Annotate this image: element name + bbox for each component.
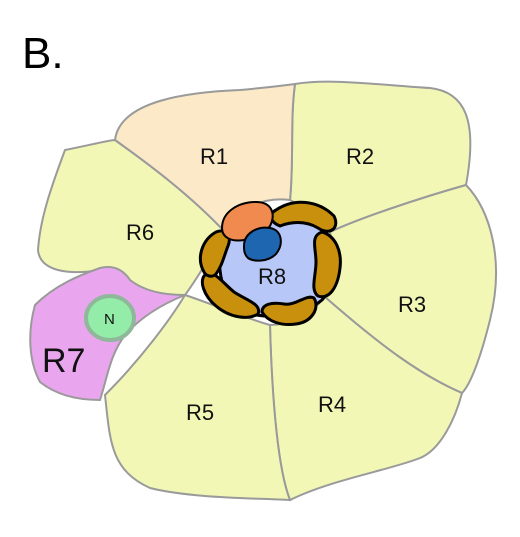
rhabdomere-right	[312, 230, 342, 299]
rhabdomere-ring	[199, 200, 342, 326]
panel-label: B.	[22, 29, 64, 78]
rhabdomere-bottom-right	[260, 295, 318, 326]
label-r2: R2	[346, 144, 374, 169]
label-r4: R4	[318, 392, 346, 417]
label-r6: R6	[126, 220, 154, 245]
label-r3: R3	[398, 292, 426, 317]
rhabdomere-blue	[242, 226, 282, 262]
label-r8: R8	[258, 264, 286, 289]
nucleus	[84, 294, 136, 342]
label-r1: R1	[200, 144, 228, 169]
rhabdomere-left	[199, 229, 231, 278]
rhabdomere-top-right	[269, 200, 338, 233]
label-r7: R7	[42, 342, 85, 380]
label-r5: R5	[186, 400, 214, 425]
label-nucleus: N	[104, 311, 115, 328]
cell-r1	[113, 82, 297, 234]
